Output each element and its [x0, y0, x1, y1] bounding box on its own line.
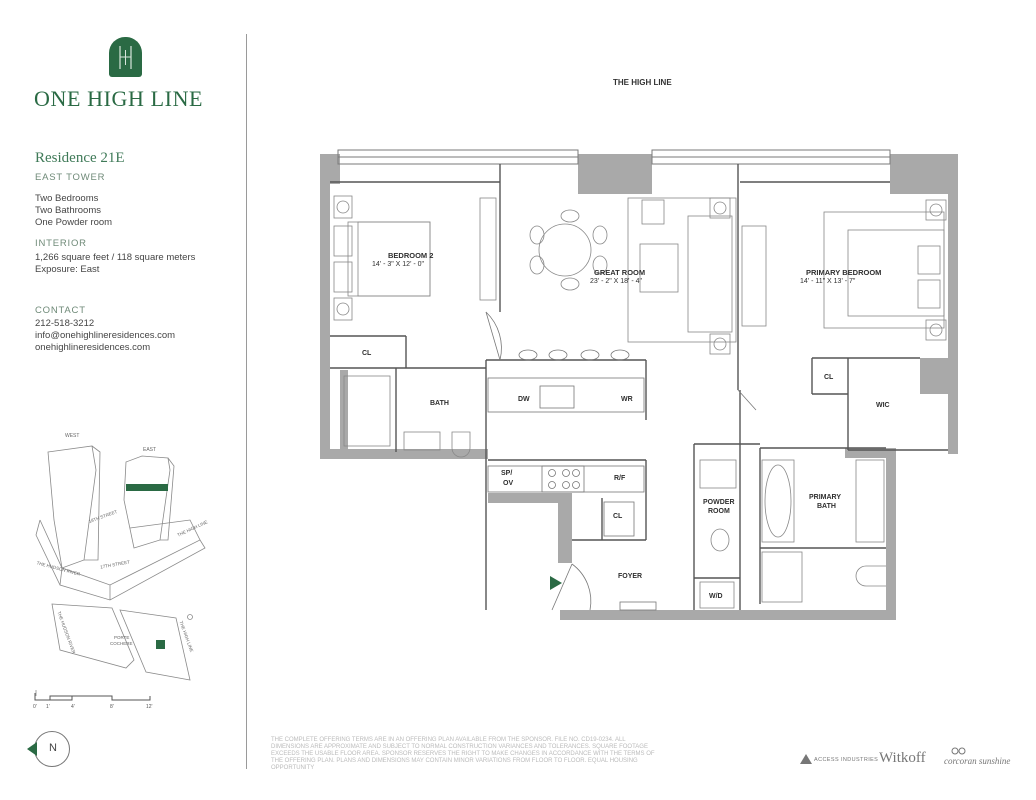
corcoran-sunshine-logo-text: corcoran sunshine [944, 756, 1011, 766]
primary-bath-label-2: BATH [817, 503, 836, 510]
closet-primary-label: CL [824, 374, 834, 381]
sp-ov-label-2: OV [503, 480, 514, 487]
key-plan-east-label: EAST [143, 447, 157, 453]
disclaimer-text: THE COMPLETE OFFERING TERMS ARE IN AN OF… [271, 737, 655, 771]
contact-phone[interactable]: 212-518-3212 [35, 318, 95, 329]
scale-tick: 0' [33, 704, 37, 710]
powder-room-label-1: POWDER [703, 499, 735, 506]
interior-exposure: Exposure: East [35, 264, 100, 275]
primary-bedroom-label: PRIMARY BEDROOM [806, 268, 882, 277]
map-porte-cochere-2: COCHERE [110, 641, 133, 646]
street-label: THE HIGH LINE [613, 78, 672, 87]
foyer-label: FOYER [618, 573, 643, 580]
sidebar-divider [246, 34, 247, 769]
contact-info: 212-518-3212 info@onehighlineresidences.… [35, 318, 175, 354]
wine-refrigerator-label: WR [621, 396, 633, 403]
room-summary-item: Two Bedrooms [35, 193, 99, 204]
interior-area: 1,266 square feet / 118 square meters [35, 252, 196, 263]
contact-email[interactable]: info@onehighlineresidences.com [35, 330, 176, 341]
interior-info: 1,266 square feet / 118 square meters Ex… [35, 252, 195, 276]
logo-badge [109, 37, 142, 77]
contact-website[interactable]: onehighlineresidences.com [35, 342, 151, 353]
powder-room-label-2: ROOM [708, 508, 730, 515]
interior-label: INTERIOR [35, 238, 87, 249]
closet-bedroom-2-label: CL [362, 350, 372, 357]
sidebar: ONE HIGH LINE Residence 21E EAST TOWER T… [0, 0, 248, 800]
north-arrow-icon [27, 742, 37, 756]
scale-tick: 1' [46, 704, 50, 710]
north-label: N [49, 742, 57, 754]
primary-bedroom-dims: 14' - 11" X 13' - 7" [800, 278, 856, 285]
room-summary: Two Bedrooms Two Bathrooms One Powder ro… [35, 193, 112, 229]
contact-label: CONTACT [35, 305, 86, 316]
dishwasher-label: DW [518, 396, 530, 403]
logo-text: ONE HIGH LINE [34, 86, 204, 111]
bedroom-2-label: BEDROOM 2 [388, 251, 434, 260]
closet-foyer-label: CL [613, 513, 623, 520]
refrigerator-label: R/F [614, 475, 626, 482]
washer-dryer-label: W/D [709, 593, 723, 600]
great-room-label: GREAT ROOM [594, 268, 646, 277]
bath-label: BATH [430, 400, 449, 407]
logo-monogram-icon [119, 46, 132, 69]
room-summary-item: One Powder room [35, 217, 113, 228]
walk-in-closet-label: WIC [876, 402, 890, 409]
north-compass: N [27, 731, 70, 767]
witkoff-logo-text: Witkoff [879, 750, 926, 766]
map-porte-cochere-1: PORTE [114, 635, 130, 640]
key-plan-towers [34, 445, 206, 701]
residence-title: Residence 21E [35, 150, 125, 166]
bedroom-2-dims: 14' - 3" X 12' - 0" [372, 261, 425, 268]
scale-tick: 8' [110, 704, 114, 710]
sp-ov-label-1: SP/ [501, 470, 513, 477]
key-plan-west-label: WEST [65, 433, 80, 439]
scale-tick: 12' [146, 704, 153, 710]
access-industries-logo-text: ACCESS INDUSTRIES [814, 757, 879, 763]
scale-tick: 4' [71, 704, 75, 710]
great-room-dims: 23' - 2" X 18' - 4" [590, 278, 643, 285]
tower-label: EAST TOWER [35, 172, 106, 183]
primary-bath-label-1: PRIMARY [809, 494, 842, 501]
room-summary-item: Two Bathrooms [35, 205, 101, 216]
